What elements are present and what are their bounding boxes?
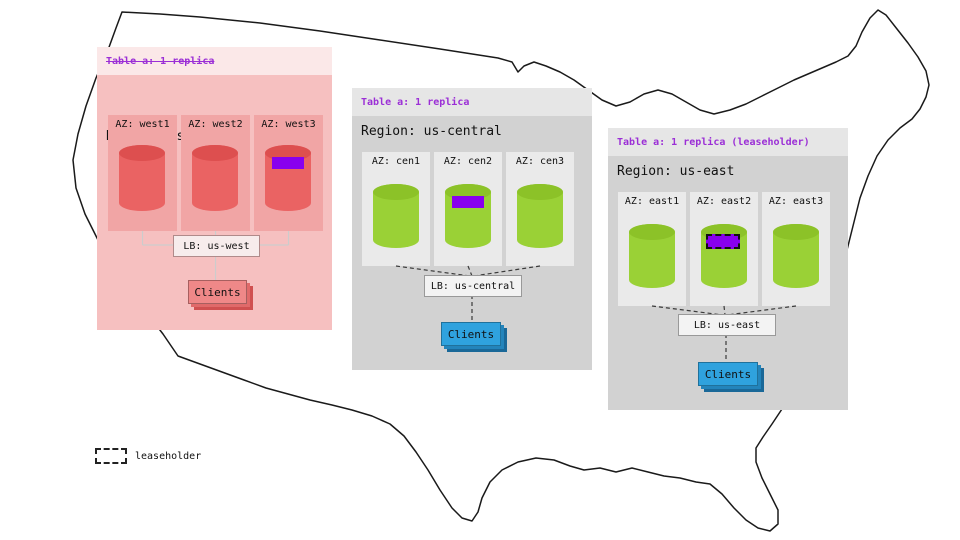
replica-range-chip (272, 157, 304, 169)
region-panel-us-central: Table a: 1 replica Region: us-central AZ… (352, 88, 592, 370)
az-label: AZ: cen1 (371, 156, 421, 167)
lb-us-west: LB: us-west (173, 235, 260, 257)
az-box-cen1: AZ: cen1 (362, 152, 430, 266)
legend: leaseholder (95, 448, 201, 464)
legend-label: leaseholder (135, 450, 202, 462)
region-title-us-central: Region: us-central (361, 124, 502, 139)
az-box-east1: AZ: east1 (618, 192, 686, 306)
az-box-west2: AZ: west2 (181, 115, 250, 231)
az-label: AZ: west1 (115, 119, 170, 130)
lb-us-central: LB: us-central (424, 275, 522, 297)
replica-cylinder-icon (517, 184, 563, 248)
region-panel-us-west: Table a: 1 replica Region: us-west AZ: w… (97, 47, 332, 330)
replica-cylinder-icon (445, 184, 491, 248)
az-box-cen3: AZ: cen3 (506, 152, 574, 266)
az-label: AZ: cen3 (515, 156, 565, 167)
replica-cylinder-icon (373, 184, 419, 248)
table-banner-text: Table a: 1 replica (leaseholder) (617, 136, 810, 148)
table-banner-us-east: Table a: 1 replica (leaseholder) (608, 128, 848, 156)
az-label: AZ: east1 (624, 196, 680, 207)
lb-us-east: LB: us-east (678, 314, 776, 336)
az-box-west1: AZ: west1 (108, 115, 177, 231)
az-label: AZ: west3 (261, 119, 316, 130)
az-box-cen2: AZ: cen2 (434, 152, 502, 266)
az-box-east2: AZ: east2 (690, 192, 758, 306)
az-label: AZ: east2 (696, 196, 752, 207)
replica-range-chip (452, 196, 484, 208)
replica-cylinder-icon (265, 145, 311, 211)
az-label: AZ: east3 (768, 196, 824, 207)
region-panel-us-east: Table a: 1 replica (leaseholder) Region:… (608, 128, 848, 410)
az-box-west3: AZ: west3 (254, 115, 323, 231)
clients-us-west: Clients (188, 280, 247, 304)
table-banner-us-west: Table a: 1 replica (97, 47, 332, 75)
table-banner-text: Table a: 1 replica (361, 96, 470, 108)
table-banner-text: Table a: 1 replica (106, 55, 215, 67)
replica-cylinder-icon (119, 145, 165, 211)
clients-us-east: Clients (698, 362, 758, 386)
leaseholder-range-chip (706, 234, 740, 249)
az-box-east3: AZ: east3 (762, 192, 830, 306)
az-label: AZ: west2 (188, 119, 243, 130)
region-title-us-east: Region: us-east (617, 164, 735, 179)
table-banner-us-central: Table a: 1 replica (352, 88, 592, 116)
clients-us-central: Clients (441, 322, 501, 346)
replica-cylinder-icon (773, 224, 819, 288)
replica-cylinder-icon (192, 145, 238, 211)
replica-cylinder-icon (629, 224, 675, 288)
az-label: AZ: cen2 (443, 156, 493, 167)
leaseholder-swatch-icon (95, 448, 127, 464)
